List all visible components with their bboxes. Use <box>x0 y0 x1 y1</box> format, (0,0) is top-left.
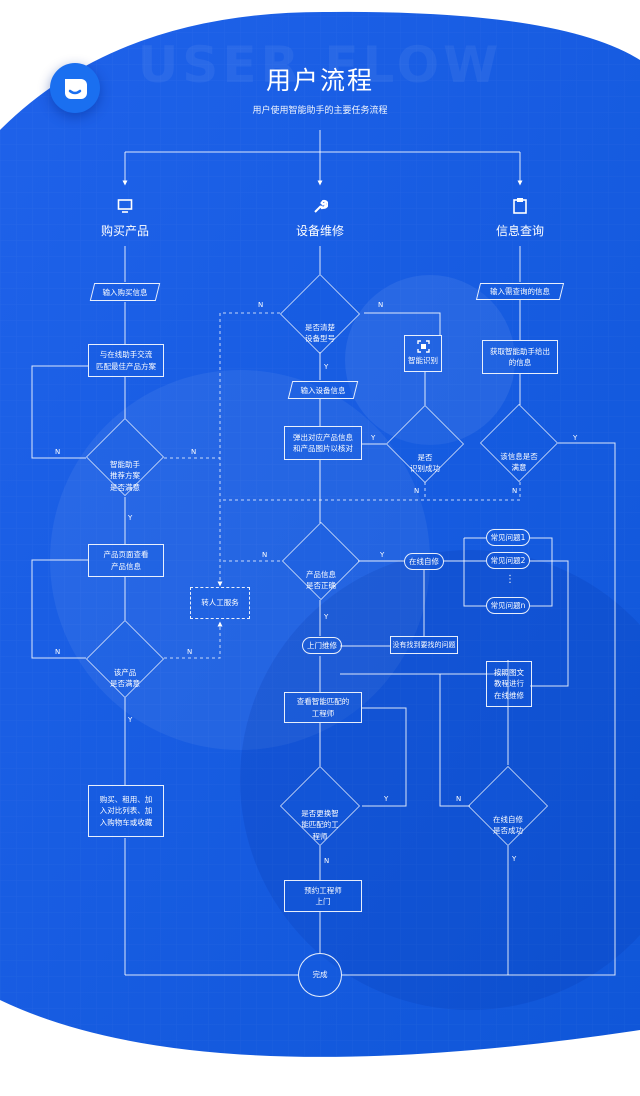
transfer-human-step: 转人工服务 <box>190 587 250 619</box>
branch-no-label: N <box>414 487 420 495</box>
branch-no-label: N <box>55 648 61 656</box>
branch-yes-label: Y <box>573 434 578 442</box>
self-repair-success-decision: 在线自修 是否成功 <box>468 766 548 846</box>
repair-recognized-decision: 是否 识别成功 <box>386 405 464 483</box>
repair-input-device-step: 输入设备信息 <box>287 381 359 399</box>
scan-icon <box>416 340 430 354</box>
buy-product-label: 该产品 是否满意 <box>110 667 140 688</box>
faq-2-step: 常见问题2 <box>486 552 530 569</box>
column-title-buy: 购买产品 <box>100 224 149 238</box>
self-repair-step: 在线自修 <box>404 553 444 570</box>
repair-model-label: 是否清楚 设备型号 <box>305 322 335 343</box>
no-issue-found-step: 没有找到要找的问题 <box>390 636 458 654</box>
faq-more-indicator: ⋮ <box>505 574 515 585</box>
done-terminal: 完成 <box>298 953 342 997</box>
repair-input-device-label: 输入设备信息 <box>300 385 346 395</box>
buy-input-label: 输入购买信息 <box>102 287 148 297</box>
repair-model-decision: 是否清楚 设备型号 <box>280 274 360 354</box>
branch-yes-label: Y <box>512 855 517 863</box>
repair-recognized-label: 是否 识别成功 <box>410 452 440 473</box>
branch-yes-label: Y <box>384 795 389 803</box>
onsite-repair-step: 上门维修 <box>302 637 342 654</box>
faq-1-step: 常见问题1 <box>486 529 530 546</box>
repair-correct-label: 产品信息 是否正确 <box>306 569 336 590</box>
self-repair-success-label: 在线自修 是否成功 <box>493 814 523 835</box>
smart-recognize-step: 智能识别 <box>404 335 442 372</box>
branch-no-label: N <box>324 857 330 865</box>
buy-action-step: 购买、租用、加 入对比列表、加 入购物车或收藏 <box>88 785 164 837</box>
branch-no-label: N <box>187 648 193 656</box>
repair-popup-step: 弹出对应产品信息 和产品图片以核对 <box>284 426 362 460</box>
branch-yes-label: Y <box>324 613 329 621</box>
smart-recognize-label: 智能识别 <box>408 356 438 366</box>
branch-yes-label: Y <box>128 514 133 522</box>
clipboard-icon <box>513 198 527 214</box>
book-engineer-step: 预约工程师 上门 <box>284 880 362 912</box>
buy-recommend-label: 智能助手 推荐方案 是否满意 <box>110 460 140 492</box>
assistant-logo-icon <box>50 63 100 113</box>
branch-no-label: N <box>378 301 384 309</box>
change-engineer-decision: 是否更换智 能匹配的工 程师 <box>280 766 360 846</box>
branch-yes-label: Y <box>324 363 329 371</box>
monitor-icon <box>117 199 133 213</box>
query-satisfied-decision: 该信息是否 满意 <box>480 404 558 482</box>
buy-recommend-decision: 智能助手 推荐方案 是否满意 <box>86 418 164 496</box>
query-input-step: 输入需查询的信息 <box>475 283 565 300</box>
branch-yes-label: Y <box>128 716 133 724</box>
buy-product-decision: 该产品 是否满意 <box>86 620 164 698</box>
wrench-icon <box>314 199 328 213</box>
page-title: 用户流程 <box>265 66 374 95</box>
branch-no-label: N <box>258 301 264 309</box>
faq-n-step: 常见问题n <box>486 597 530 614</box>
tutorial-repair-step: 按照图文 教程进行 在线维修 <box>486 661 532 707</box>
column-title-repair: 设备维修 <box>295 224 344 238</box>
buy-product-page-step: 产品页面查看 产品信息 <box>88 544 164 577</box>
column-title-query: 信息查询 <box>495 224 544 238</box>
buy-chat-step: 与在线助手交流 匹配最佳产品方案 <box>88 344 164 377</box>
branch-yes-label: Y <box>380 551 385 559</box>
query-satisfied-label: 该信息是否 满意 <box>500 451 538 472</box>
watermark-text: USER FLOW <box>137 36 503 94</box>
branch-no-label: N <box>456 795 462 803</box>
buy-input-step: 输入购买信息 <box>89 283 161 301</box>
branch-no-label: N <box>512 487 518 495</box>
page-subtitle: 用户使用智能助手的主要任务流程 <box>252 106 388 116</box>
query-input-label: 输入需查询的信息 <box>490 287 550 296</box>
branch-no-label: N <box>191 448 197 456</box>
branch-no-label: N <box>262 551 268 559</box>
branch-no-label: N <box>55 448 61 456</box>
query-fetch-step: 获取智能助手给出 的信息 <box>482 340 558 374</box>
view-engineer-step: 查看智能匹配的 工程师 <box>284 692 362 723</box>
repair-correct-decision: 产品信息 是否正确 <box>282 522 360 600</box>
change-engineer-label: 是否更换智 能匹配的工 程师 <box>301 809 339 841</box>
branch-yes-label: Y <box>371 434 376 442</box>
